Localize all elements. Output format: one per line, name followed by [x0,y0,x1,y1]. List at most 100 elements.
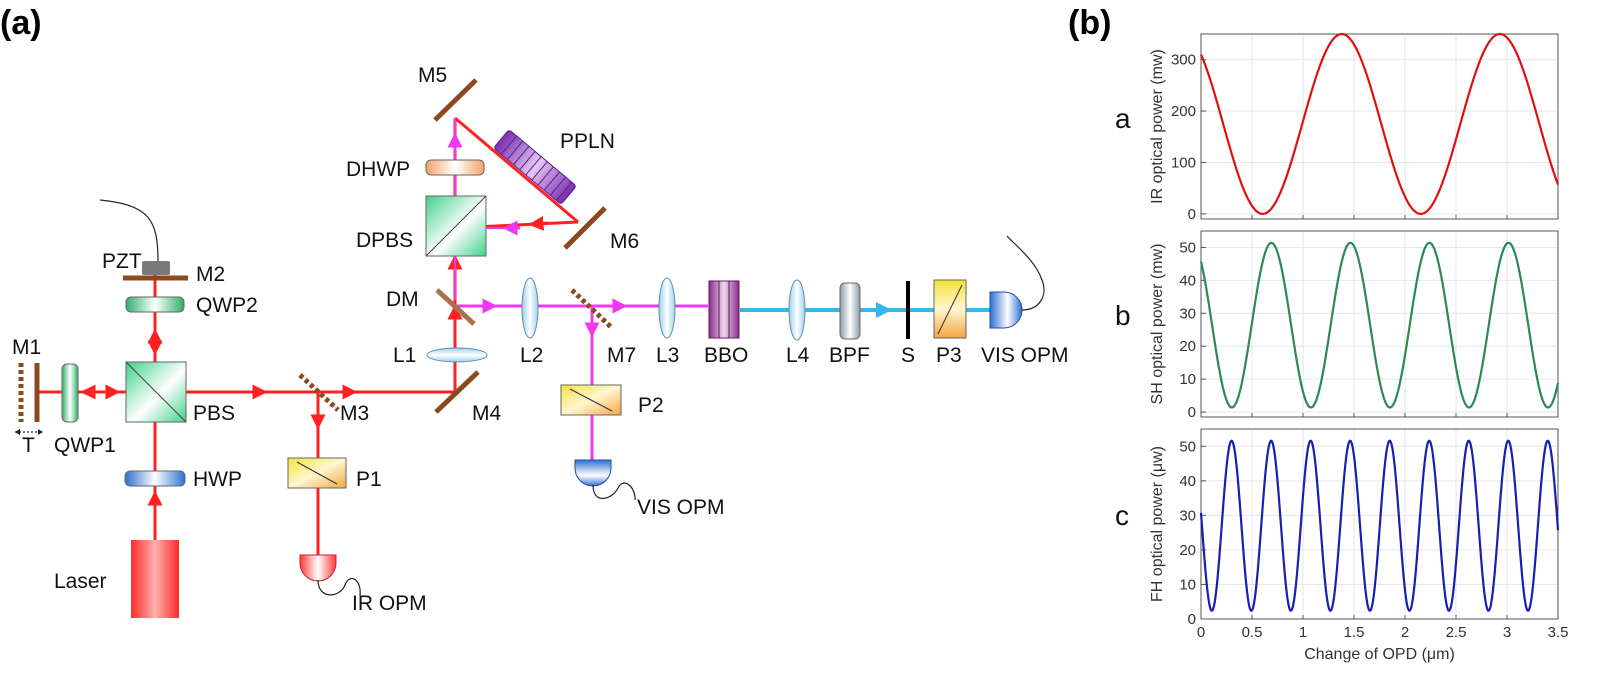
label-l2: L2 [520,344,543,367]
lens-l2 [521,277,539,339]
label-l1: L1 [393,344,416,367]
y-tick-label: 40 [1179,473,1196,490]
label-hwp: HWP [193,468,242,491]
p2-diagonal [569,388,613,412]
label-ppln: PPLN [560,130,615,153]
label-m6: M6 [610,230,639,253]
mirror-m7 [570,288,614,330]
series-line [1199,241,1560,409]
bbo-crystal [708,280,740,339]
y-tick-label: 0 [1188,206,1196,223]
vis-opm-right-cable [1006,235,1045,311]
x-tick-label: 2 [1401,624,1409,641]
hwp-waveplate [124,470,186,487]
y-tick-label: 50 [1179,438,1196,455]
y-axis-label: IR optical power (mw) [1149,49,1166,204]
label-qwp1: QWP1 [54,434,116,457]
label-pzt: PZT [102,250,142,273]
y-tick-label: 20 [1179,542,1196,559]
mirror-m6 [563,206,607,250]
label-ir-opm: IR OPM [352,592,427,615]
vis-power-meter-lower [574,459,612,487]
x-tick-label: 1 [1299,624,1307,641]
y-tick-label: 10 [1179,371,1196,388]
y-tick-label: 30 [1179,507,1196,524]
mirror-m5 [433,78,478,122]
y-tick-label: 100 [1171,154,1196,171]
label-s: S [901,344,915,367]
ir-opm-cable [317,577,361,597]
x-tick-label: 1.5 [1344,624,1365,641]
x-tick-label: 3.5 [1548,624,1569,641]
label-qwp2: QWP2 [196,294,258,317]
dichroic-mirror-dm [435,288,476,326]
label-m1: M1 [12,336,41,359]
label-m2: M2 [196,263,225,286]
y-tick-label: 50 [1179,239,1196,256]
pzt-actuator [142,261,170,275]
laser-source [131,540,179,618]
label-laser: Laser [54,570,107,593]
label-dpbs: DPBS [356,229,413,252]
label-pbs: PBS [193,402,235,425]
y-tick-label: 0 [1188,611,1196,628]
pbs-diagonal [125,361,187,423]
qwp1-waveplate [61,363,79,423]
y-tick-label: 30 [1179,305,1196,322]
label-t: T [22,434,35,457]
y-axis-label: FH optical power (μw) [1149,446,1166,602]
pzt-cable [99,199,159,263]
label-bpf: BPF [829,344,870,367]
y-tick-label: 200 [1171,103,1196,120]
series-line [1199,32,1560,215]
vis-opm-lower-cable [592,482,636,501]
p3-diagonal [937,284,963,335]
lens-l4 [788,279,806,341]
x-tick-label: 2.5 [1446,624,1467,641]
label-vis-opm-right: VIS OPM [981,344,1069,367]
p1-diagonal [296,461,338,485]
label-m7: M7 [607,344,636,367]
lens-l1 [426,347,488,363]
dhwp-waveplate [425,159,485,176]
x-tick-label: 3 [1503,624,1511,641]
x-axis-label: Change of OPD (μm) [1304,646,1455,663]
label-p2: P2 [638,394,664,417]
panel-label-a: (a) [0,4,42,42]
y-tick-label: 300 [1171,52,1196,69]
y-tick-label: 20 [1179,338,1196,355]
x-tick-label: 0 [1197,624,1205,641]
mirror-m4 [434,370,480,414]
x-tick-label: 0.5 [1242,624,1263,641]
qwp2-waveplate [125,296,185,313]
label-vis-opm-lower: VIS OPM [637,496,725,519]
y-axis-label: SH optical power (mw) [1149,244,1166,405]
chart-panel-label: a [1115,103,1131,134]
optical-setup-diagram: PZT M2 QWP2 PBS M1 T QWP1 HWP Laser M3 P… [12,64,1069,618]
label-dm: DM [386,288,419,311]
chart-panel-label: b [1115,300,1131,331]
chart-c: 0 10 20 30 40 50 0 0.5 1 1.5 2 2.5 3 3.5 FH optical po… [1115,428,1569,663]
chart-a: 0 100 200 300 IR optical power (mw) a [1115,32,1560,223]
label-p3: P3 [936,344,962,367]
label-l4: L4 [786,344,810,367]
label-bbo: BBO [704,344,748,367]
y-tick-label: 10 [1179,576,1196,593]
bandpass-filter [839,282,861,340]
chart-frame [1200,33,1559,220]
lens-l3 [658,277,676,339]
panel-label-b: (b) [1068,4,1111,42]
label-m5: M5 [418,64,447,87]
mirror-m3 [298,373,340,412]
label-l3: L3 [656,344,679,367]
series-line [1199,439,1560,612]
y-tick-label: 40 [1179,272,1196,289]
chart-panel-label: c [1115,500,1129,531]
label-dhwp: DHWP [346,158,410,181]
vis-power-meter-right [989,291,1023,329]
dpbs-diagonal [425,195,487,257]
ppln-crystal [494,130,576,204]
